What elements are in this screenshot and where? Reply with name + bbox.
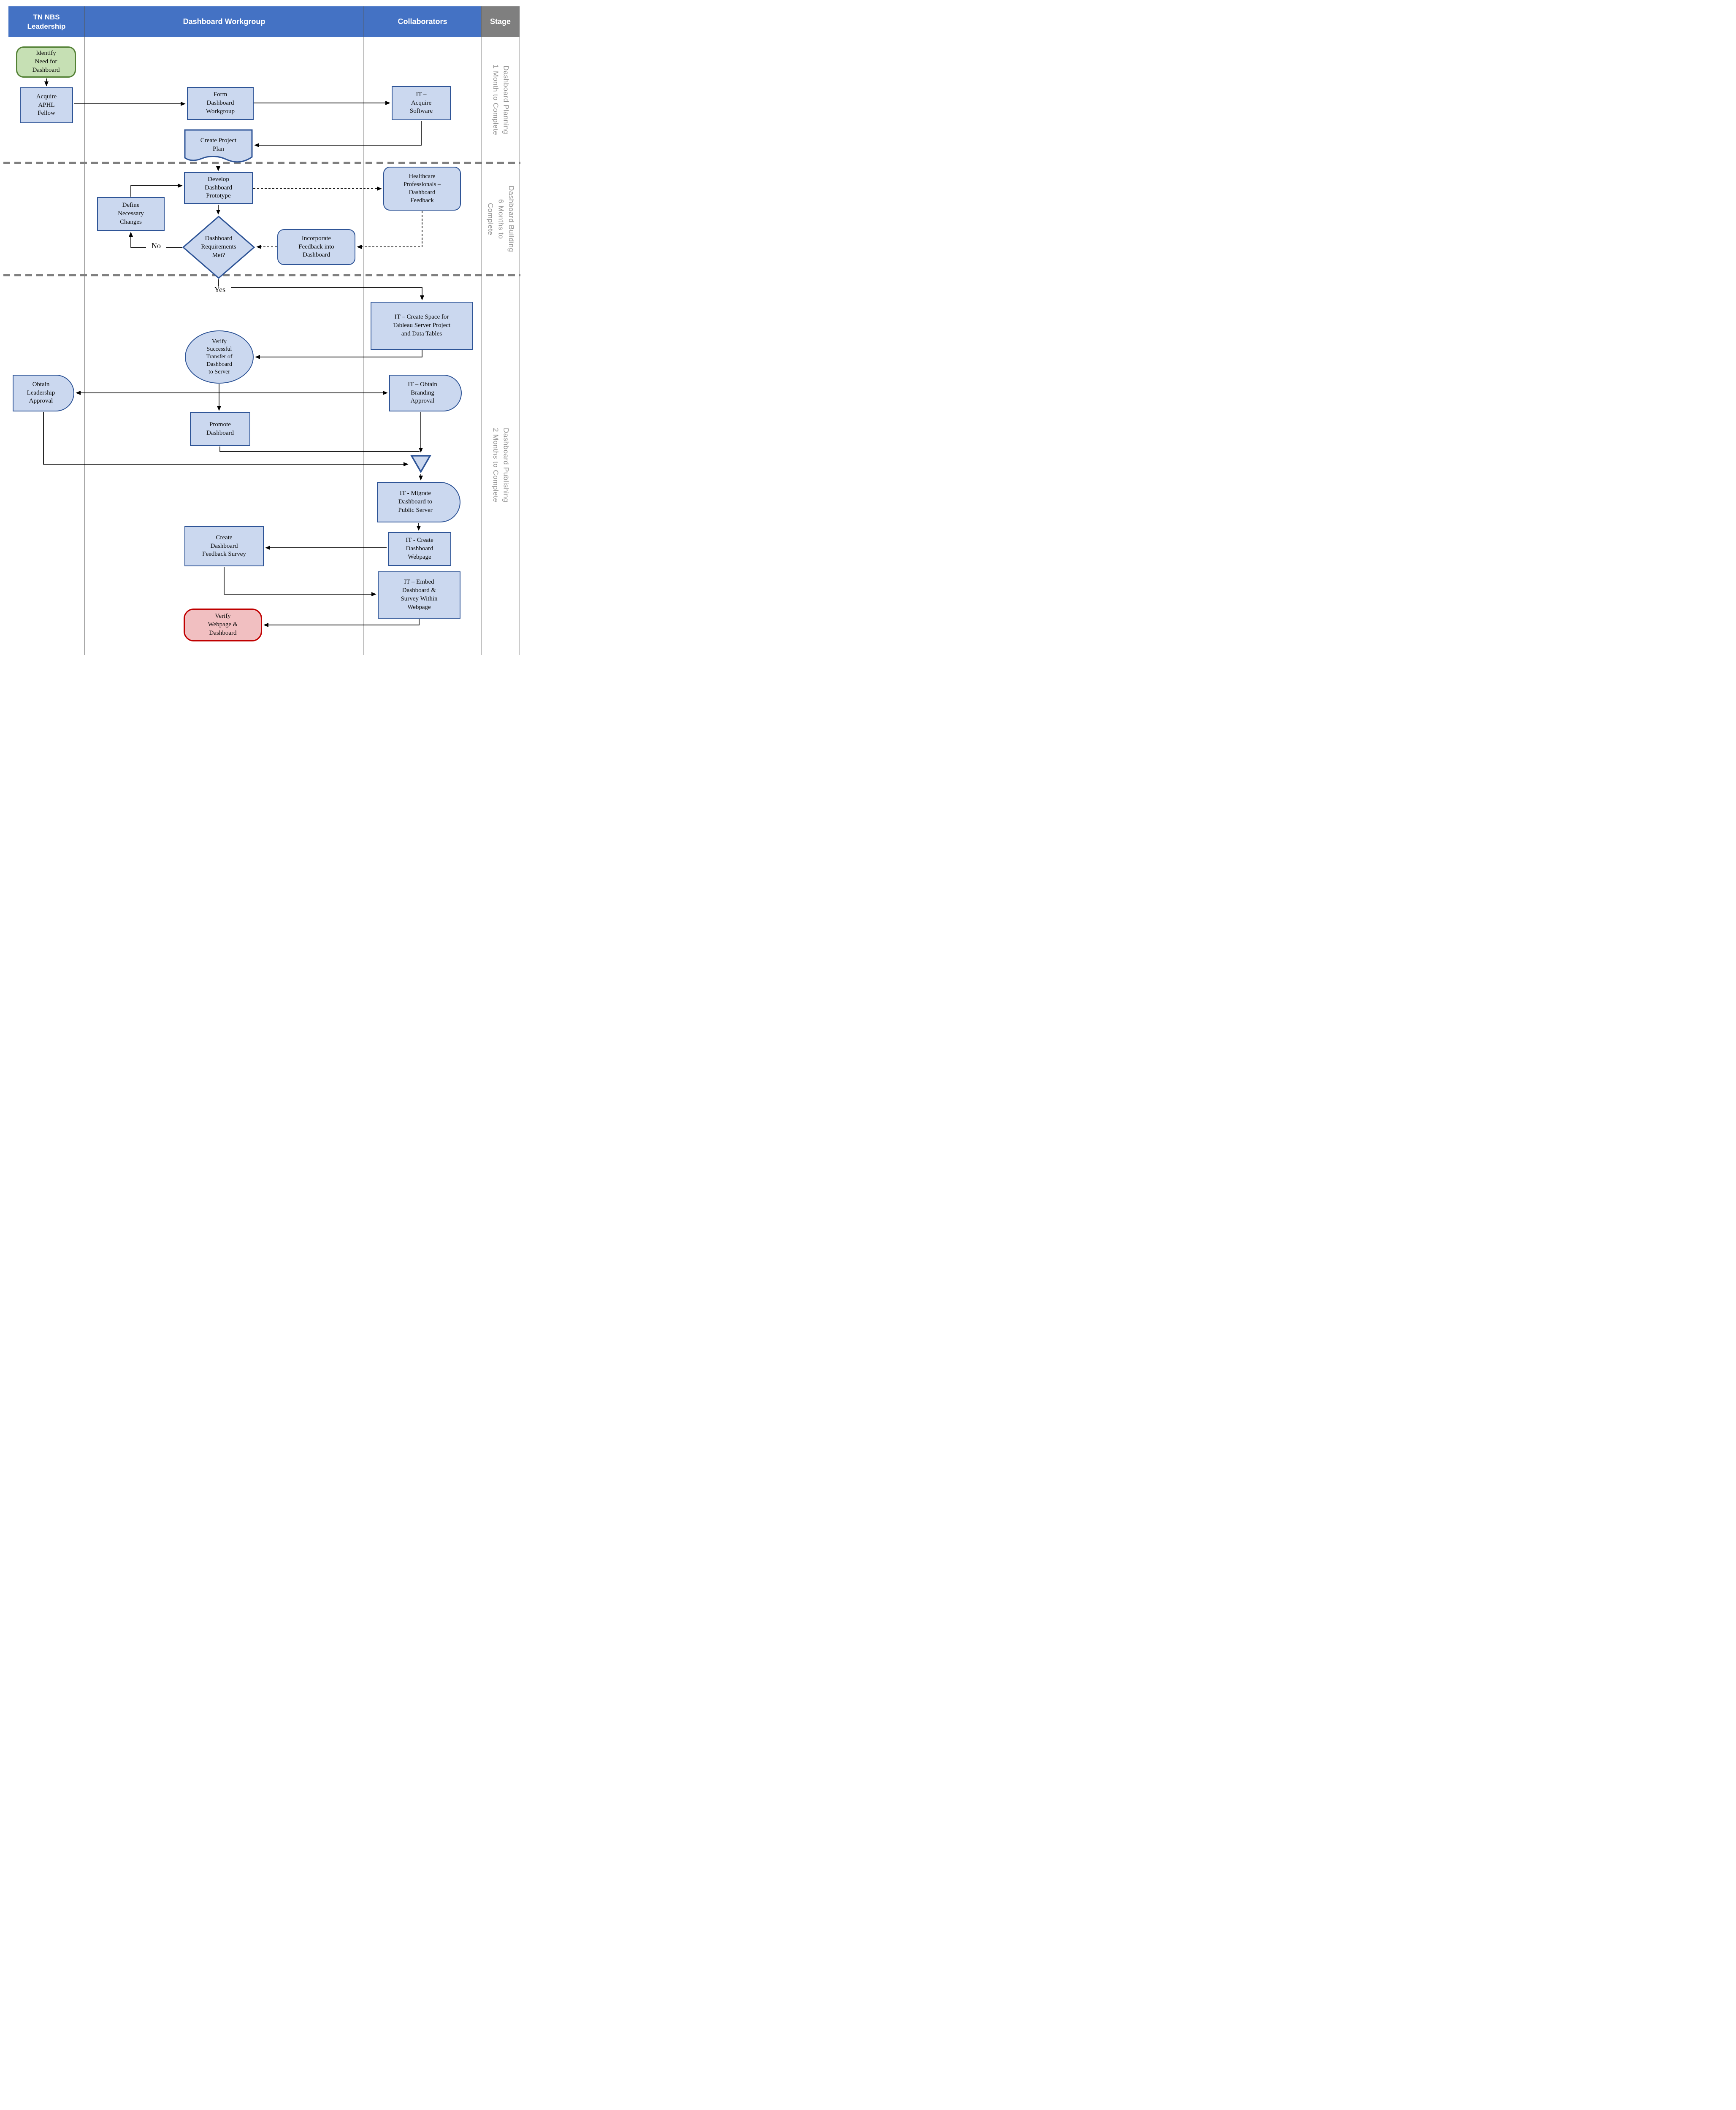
edge-define-to-develop <box>130 183 183 197</box>
decision-no-label: No <box>146 241 166 250</box>
stage-label-building-line1: Dashboard Building <box>507 186 515 252</box>
node-verify-webpage-terminator: Verify Webpage & Dashboard <box>184 609 262 641</box>
decision-diamond-shape <box>182 216 255 279</box>
node-it-obtain-branding-approval-delay: IT – Obtain Branding Approval <box>389 375 462 411</box>
merge-triangle-shape <box>410 455 431 473</box>
node-it-embed-dashboard-survey: IT – Embed Dashboard & Survey Within Web… <box>378 571 460 619</box>
node-form-dashboard-workgroup: Form Dashboard Workgroup <box>187 87 254 120</box>
node-acquire-aphl-fellow: Acquire APHL Fellow <box>20 87 73 123</box>
stage-band-planning: Dashboard Planning 1 Month to Complete <box>482 37 519 163</box>
node-define-necessary-changes: Define Necessary Changes <box>97 197 165 231</box>
edge-create-space-to-verify-transfer <box>255 350 422 360</box>
stage-label-planning-line2: 1 Month to Complete <box>492 65 500 135</box>
stage-label-planning-line1: Dashboard Planning <box>502 65 510 135</box>
stage-label-building-line2: 6 Months to <box>497 199 505 239</box>
stage-label-publishing-line2: 2 Months to Complete <box>492 427 500 503</box>
document-label: Create Project Plan <box>200 137 237 152</box>
lane-header-stage: Stage <box>481 6 520 37</box>
decision-label: Dashboard Requirements Met? <box>201 235 236 259</box>
edge-healthcare-to-incorporate-dashed <box>357 211 422 249</box>
lane-header-tn-nbs-leadership: TN NBS Leadership <box>8 6 84 37</box>
node-verify-transfer-circle: Verify Successful Transfer of Dashboard … <box>185 330 254 384</box>
node-it-acquire-software: IT – Acquire Software <box>392 86 451 120</box>
lane-header-dashboard-workgroup: Dashboard Workgroup <box>84 6 364 37</box>
node-it-create-dashboard-webpage: IT - Create Dashboard Webpage <box>388 532 451 566</box>
stage-band-publishing: Dashboard Publishing 2 Months to Complet… <box>482 275 519 655</box>
node-it-migrate-dashboard-delay: IT - Migrate Dashboard to Public Server <box>377 482 460 522</box>
node-create-feedback-survey: Create Dashboard Feedback Survey <box>184 526 264 566</box>
edge-it-software-to-project-plan <box>254 121 422 148</box>
node-develop-dashboard-prototype: Develop Dashboard Prototype <box>184 172 253 204</box>
decision-yes-label: Yes <box>214 285 226 294</box>
stage-label-publishing-line1: Dashboard Publishing <box>502 427 510 503</box>
document-shape <box>184 129 253 163</box>
node-healthcare-professionals-feedback: Healthcare Professionals – Dashboard Fee… <box>383 167 461 211</box>
node-merge-triangle <box>410 454 431 473</box>
node-dashboard-requirements-met-decision: Dashboard Requirements Met? <box>182 216 255 279</box>
node-obtain-leadership-approval-delay: Obtain Leadership Approval <box>13 375 74 411</box>
stage-band-building: Dashboard Building 6 Months to Complete <box>482 163 519 275</box>
node-incorporate-feedback: Incorporate Feedback into Dashboard <box>277 229 355 265</box>
lane-header-collaborators: Collaborators <box>364 6 481 37</box>
edge-survey-to-embed <box>224 567 376 597</box>
edge-promote-to-merge <box>219 446 420 452</box>
stage-label-building-line3: Complete <box>486 203 495 235</box>
edge-embed-to-verify-webpage <box>263 619 420 628</box>
edge-yes-to-create-space <box>231 287 425 300</box>
node-promote-dashboard: Promote Dashboard <box>190 412 250 446</box>
node-create-project-plan-document: Create Project Plan <box>184 129 253 166</box>
swimlane-flowchart: TN NBS Leadership Dashboard Workgroup Co… <box>0 0 522 658</box>
node-it-create-space-tableau: IT – Create Space for Tableau Server Pro… <box>371 302 473 350</box>
node-identify-need-terminator: Identify Need for Dashboard <box>16 46 76 78</box>
